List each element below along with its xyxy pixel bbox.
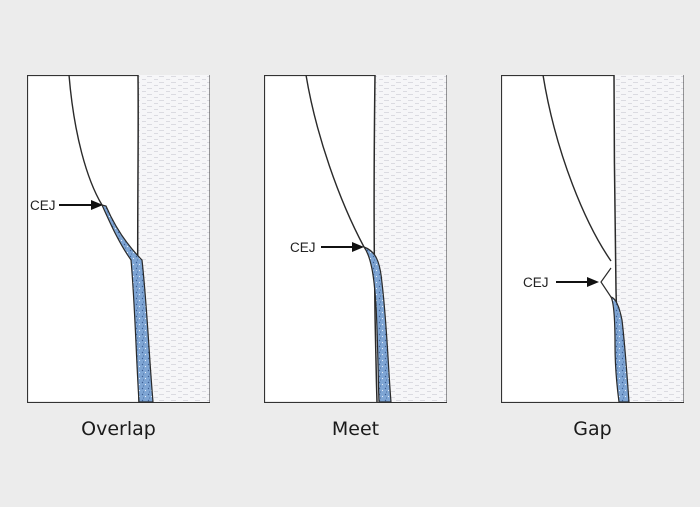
panel-overlap: CEJ [27,75,210,403]
dentin-boundary [373,75,378,403]
cementum-layer [362,245,392,403]
enamel-outline [68,75,103,206]
diagram-meet: CEJ [264,75,447,403]
cej-gap-mark [600,267,612,298]
enamel-outline [542,75,612,262]
cej-label: CEJ [290,240,316,255]
caption-overlap: Overlap [81,418,156,440]
cej-label: CEJ [523,275,549,290]
dentin-region [374,75,447,402]
dentin-region [614,75,684,402]
cementum-layer [100,204,154,403]
diagram-gap: CEJ [501,75,684,403]
dentin-region [137,75,210,402]
cej-arrowhead [91,200,103,210]
panel-gap: CEJ [501,75,684,403]
cej-label: CEJ [30,198,56,213]
caption-gap: Gap [573,418,612,440]
diagram-overlap: CEJ [27,75,210,403]
enamel-outline [305,75,365,248]
cej-arrowhead [587,277,599,287]
caption-meet: Meet [331,418,380,440]
cementum-layer [609,296,630,403]
cej-arrowhead [352,242,364,252]
panel-meet: CEJ [264,75,447,403]
